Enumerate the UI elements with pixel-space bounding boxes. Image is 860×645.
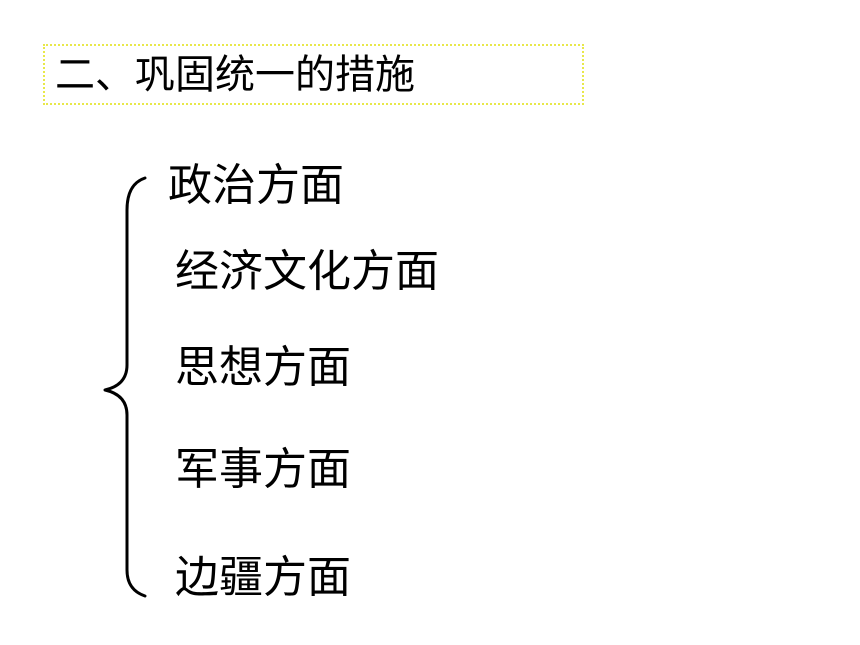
list-item-politics: 政治方面	[168, 160, 344, 211]
title-box	[43, 44, 584, 105]
list-item-ideology: 思想方面	[175, 342, 351, 393]
list-item-frontier: 边疆方面	[175, 552, 351, 603]
list-item-economy-culture: 经济文化方面	[175, 246, 439, 297]
list-item-military: 军事方面	[175, 444, 351, 495]
curly-brace	[103, 176, 147, 598]
slide-title: 二、巩固统一的措施	[55, 52, 415, 98]
